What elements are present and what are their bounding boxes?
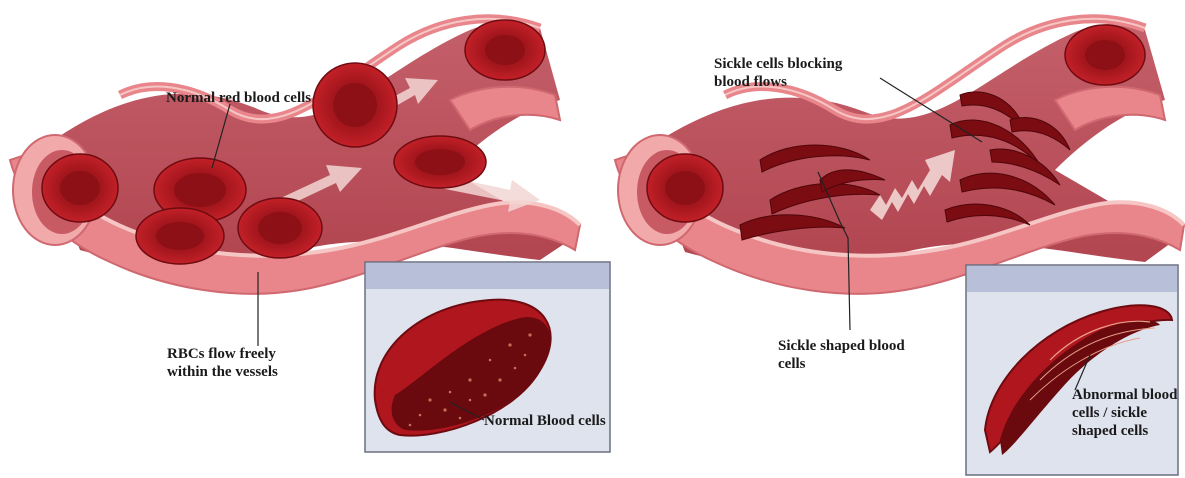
label-rbcs-flow-line1: RBCs flow freely (167, 346, 276, 363)
label-sickle-blocking-line1: Sickle cells blocking (714, 56, 842, 73)
label-rbcs-flow-line2: within the vessels (167, 364, 278, 381)
label-inset-abnormal-line1: Abnormal blood (1072, 387, 1177, 404)
rbc-cell (313, 63, 397, 147)
label-sickle-shaped-line1: Sickle shaped blood (778, 338, 905, 355)
label-normal-red-blood-cells: Normal red blood cells (166, 90, 311, 107)
label-inset-abnormal-line2: cells / sickle (1072, 405, 1147, 422)
right-inset-panel (966, 265, 1178, 475)
label-sickle-blocking-line2: blood flows (714, 74, 787, 91)
rbc-cell (394, 136, 486, 188)
label-inset-abnormal-line3: shaped cells (1072, 423, 1148, 440)
rbc-cell (1065, 25, 1145, 85)
label-inset-normal-blood-cells: Normal Blood cells (484, 413, 606, 430)
label-sickle-shaped-line2: cells (778, 356, 806, 373)
rbc-cell (238, 198, 322, 258)
rbc-cell (42, 154, 118, 222)
rbc-cell (647, 154, 723, 222)
rbc-cell (136, 208, 224, 264)
rbc-cell (465, 20, 545, 80)
